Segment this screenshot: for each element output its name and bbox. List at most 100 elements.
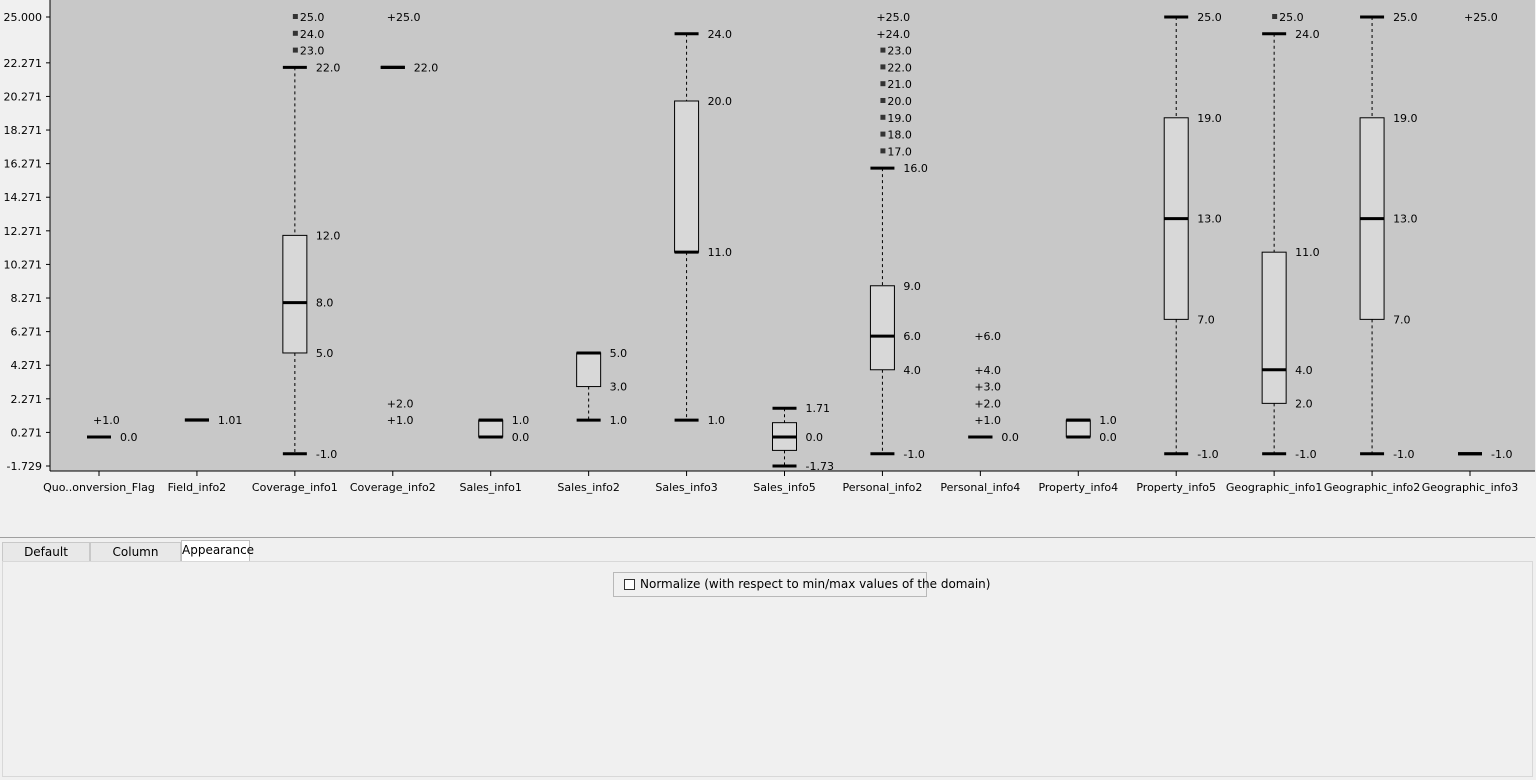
x-tick-label: Property_info5 bbox=[1136, 481, 1216, 494]
x-tick-label: Geographic_info2 bbox=[1324, 481, 1420, 494]
y-tick-label: 10.271 bbox=[4, 258, 43, 271]
outlier-label: +24.0 bbox=[876, 28, 910, 41]
value-label: 11.0 bbox=[1295, 246, 1320, 259]
value-label: 1.71 bbox=[806, 402, 831, 415]
tab-default-settings[interactable]: Default Settings bbox=[2, 542, 90, 578]
outlier-label: 24.0 bbox=[300, 28, 325, 41]
outlier-label: 18.0 bbox=[887, 129, 912, 142]
x-tick-label: Coverage_info1 bbox=[252, 481, 338, 494]
x-tick-label: Sales_info5 bbox=[753, 481, 815, 494]
value-label: 12.0 bbox=[316, 229, 341, 242]
value-label: 11.0 bbox=[708, 246, 733, 259]
value-label: 2.0 bbox=[1295, 397, 1313, 410]
y-tick-label: 4.271 bbox=[11, 359, 43, 372]
x-tick-label: Personal_info2 bbox=[842, 481, 922, 494]
value-label: 9.0 bbox=[903, 280, 921, 293]
outlier-marker bbox=[1272, 14, 1278, 19]
box bbox=[576, 352, 602, 388]
outlier-marker bbox=[880, 97, 886, 103]
value-label: 16.0 bbox=[903, 162, 928, 175]
outlier-label: +2.0 bbox=[387, 397, 414, 410]
y-tick-label: 2.271 bbox=[11, 393, 43, 406]
value-label: 1.0 bbox=[1099, 414, 1117, 427]
value-label: 3.0 bbox=[610, 381, 628, 394]
outlier-label: +25.0 bbox=[1464, 11, 1498, 24]
outlier-marker bbox=[292, 47, 298, 53]
x-tick-label: Geographic_info3 bbox=[1422, 481, 1518, 494]
value-label: 22.0 bbox=[316, 61, 341, 74]
tab-appearance[interactable]: Appearance bbox=[181, 540, 254, 562]
value-label: 5.0 bbox=[610, 347, 628, 360]
value-label: 6.0 bbox=[903, 330, 921, 343]
value-label: 7.0 bbox=[1393, 313, 1411, 326]
x-tick-label: Quo..onversion_Flag bbox=[43, 481, 155, 494]
outlier-label: 23.0 bbox=[887, 45, 912, 58]
value-label: -1.0 bbox=[903, 448, 924, 461]
outlier-label: 25.0 bbox=[300, 11, 325, 24]
outlier-label: 17.0 bbox=[887, 145, 912, 158]
value-label: 0.0 bbox=[806, 431, 824, 444]
value-label: 0.0 bbox=[120, 431, 138, 444]
outlier-marker bbox=[880, 64, 886, 70]
x-tick-label: Property_info4 bbox=[1038, 481, 1118, 494]
value-label: 1.01 bbox=[218, 414, 243, 427]
value-label: 7.0 bbox=[1197, 313, 1215, 326]
y-tick-label: 6.271 bbox=[11, 326, 43, 339]
normalize-checkbox[interactable] bbox=[624, 579, 635, 590]
value-label: -1.0 bbox=[1295, 448, 1316, 461]
value-label: -1.0 bbox=[316, 448, 337, 461]
y-tick-label: 12.271 bbox=[4, 225, 43, 238]
value-label: 13.0 bbox=[1197, 213, 1222, 226]
x-tick-label: Sales_info3 bbox=[655, 481, 717, 494]
outlier-marker bbox=[880, 131, 886, 137]
y-tick-label: -1.729 bbox=[7, 460, 42, 473]
box bbox=[282, 234, 308, 354]
value-label: 5.0 bbox=[316, 347, 334, 360]
outlier-label: +1.0 bbox=[387, 414, 414, 427]
outlier-marker bbox=[880, 81, 886, 87]
value-label: -1.0 bbox=[1197, 448, 1218, 461]
y-tick-label: 14.271 bbox=[4, 191, 43, 204]
x-tick-label: Personal_info4 bbox=[940, 481, 1020, 494]
value-label: 0.0 bbox=[1099, 431, 1117, 444]
x-tick-label: Field_info2 bbox=[168, 481, 227, 494]
outlier-label: +25.0 bbox=[876, 11, 910, 24]
value-label: 24.0 bbox=[1295, 28, 1320, 41]
value-label: 19.0 bbox=[1393, 112, 1418, 125]
outlier-marker bbox=[880, 47, 886, 53]
appearance-panel: Normalize (with respect to min/max value… bbox=[2, 561, 1533, 777]
value-label: -1.0 bbox=[1491, 448, 1512, 461]
box bbox=[674, 100, 700, 253]
y-tick-label: 16.271 bbox=[4, 158, 43, 171]
outlier-marker bbox=[880, 114, 886, 120]
value-label: 13.0 bbox=[1393, 213, 1418, 226]
value-label: -1.0 bbox=[1393, 448, 1414, 461]
value-label: 20.0 bbox=[708, 95, 733, 108]
value-label: 19.0 bbox=[1197, 112, 1222, 125]
y-tick-label: 20.271 bbox=[4, 90, 43, 103]
x-tick-label: Sales_info1 bbox=[460, 481, 522, 494]
value-label: 25.0 bbox=[1197, 11, 1222, 24]
outlier-label: 20.0 bbox=[887, 95, 912, 108]
y-tick-label: 8.271 bbox=[11, 292, 43, 305]
value-label: 22.0 bbox=[414, 61, 439, 74]
outlier-label: +2.0 bbox=[974, 397, 1001, 410]
value-label: 24.0 bbox=[708, 28, 733, 41]
normalize-label[interactable]: Normalize (with respect to min/max value… bbox=[640, 577, 991, 591]
outlier-label: +4.0 bbox=[974, 364, 1001, 377]
value-label: 0.0 bbox=[512, 431, 530, 444]
value-label: 8.0 bbox=[316, 297, 334, 310]
tab-column-selection[interactable]: Column Selection bbox=[90, 542, 181, 578]
outlier-label: +25.0 bbox=[387, 11, 421, 24]
outlier-label: +1.0 bbox=[974, 414, 1001, 427]
outlier-marker bbox=[880, 148, 886, 154]
value-label: -1.73 bbox=[806, 460, 834, 473]
boxplot-chart: 25.00022.27120.27118.27116.27114.27112.2… bbox=[4, 0, 1535, 494]
outlier-label: 22.0 bbox=[887, 61, 912, 74]
y-tick-label: 25.000 bbox=[4, 11, 43, 24]
box bbox=[478, 419, 504, 438]
box bbox=[869, 285, 895, 371]
outlier-label: +3.0 bbox=[974, 381, 1001, 394]
outlier-label: 25.0 bbox=[1279, 11, 1304, 24]
